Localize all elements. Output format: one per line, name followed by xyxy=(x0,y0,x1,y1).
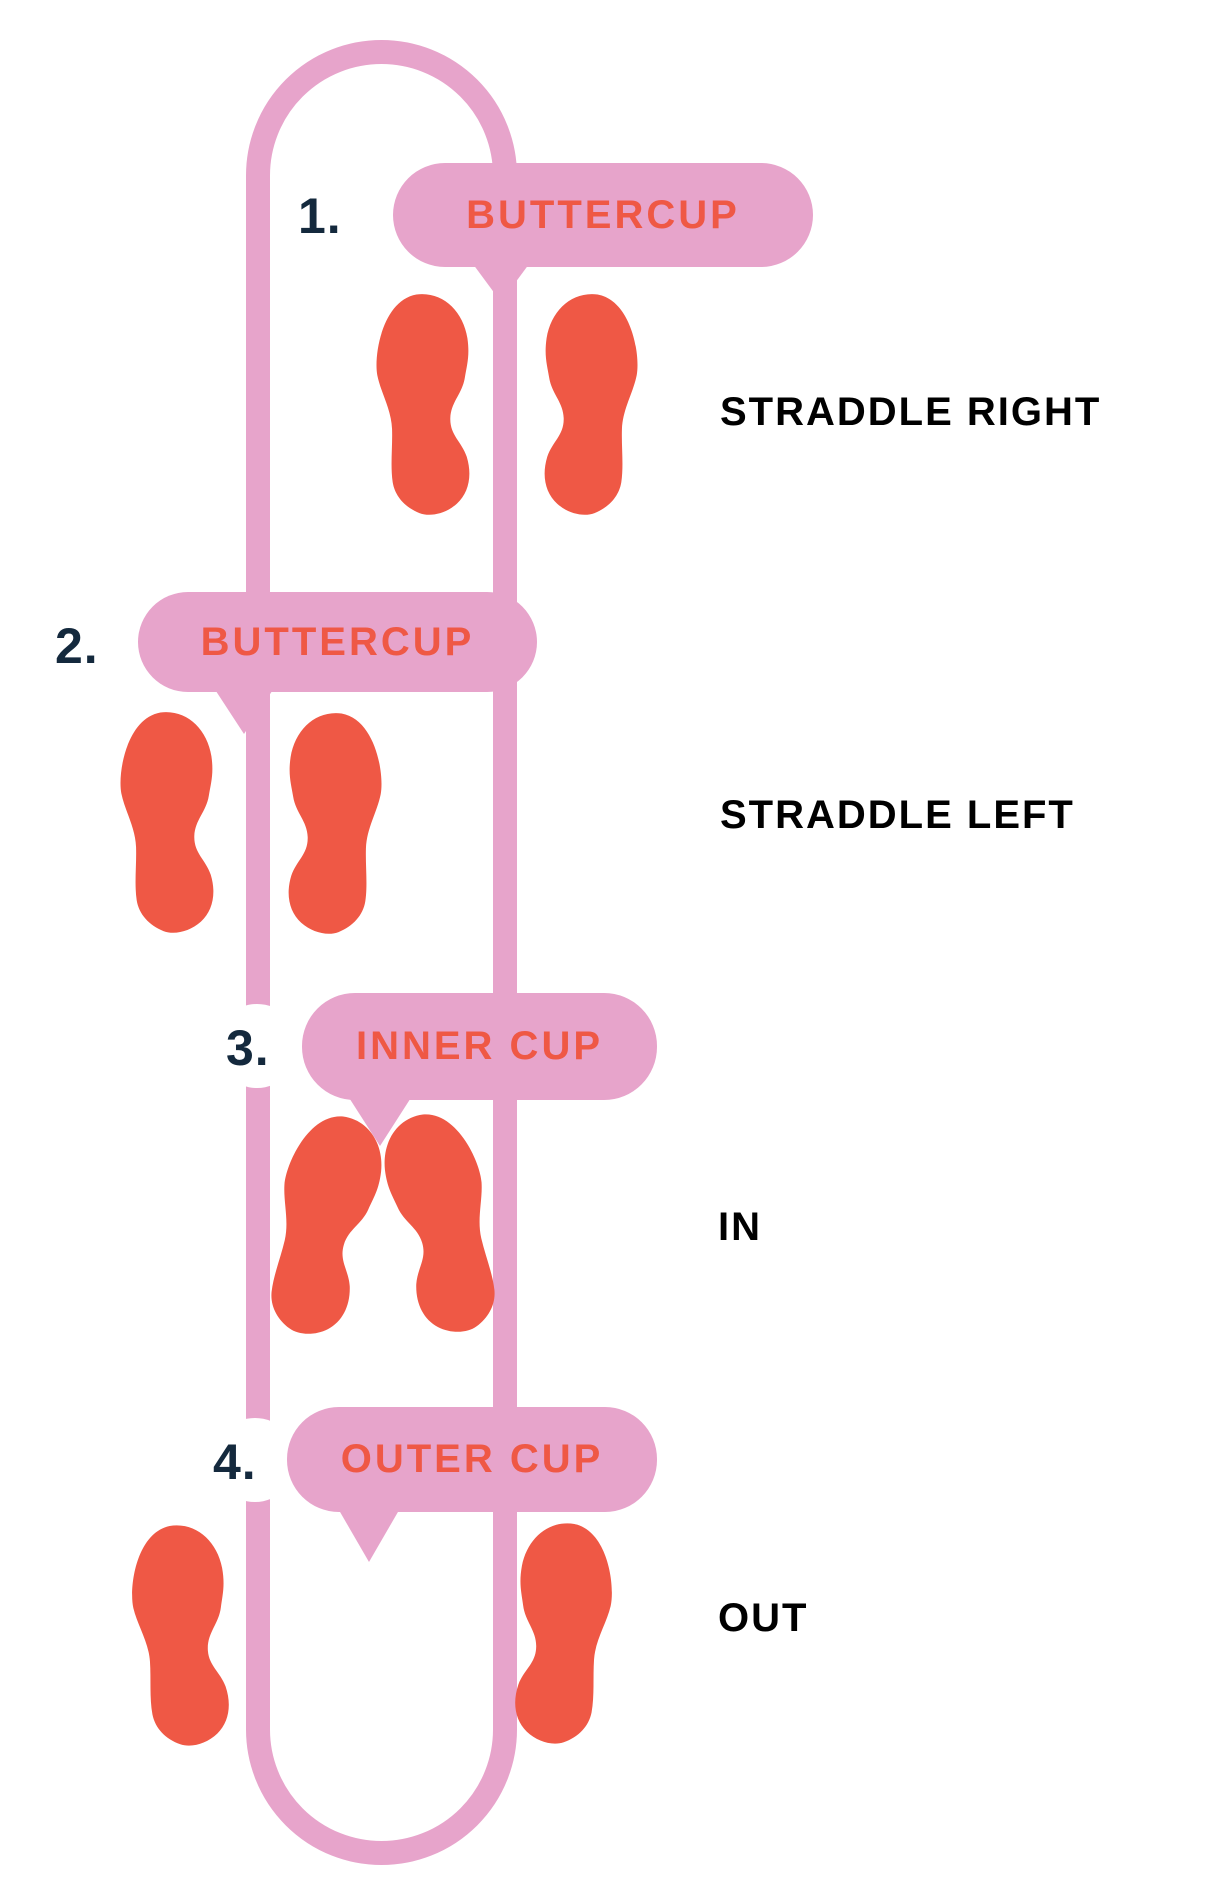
pill-tail xyxy=(212,685,276,734)
footprint-icon xyxy=(259,1108,390,1343)
pill-bubble-step3 xyxy=(302,993,657,1100)
pill-tail xyxy=(346,1093,414,1146)
pill-bubble-step4 xyxy=(287,1407,657,1512)
footprint-icon xyxy=(370,290,483,519)
number-gap-circle xyxy=(215,1004,299,1088)
footprint-icon xyxy=(275,709,388,938)
pill-tail xyxy=(336,1505,402,1562)
course-outline xyxy=(246,40,517,1865)
footprint-icon xyxy=(376,1106,507,1341)
footprint-icon xyxy=(114,708,227,937)
pill-bubble-step2 xyxy=(138,592,537,692)
number-gap-circle xyxy=(213,1418,297,1502)
pill-tail xyxy=(470,260,532,302)
footprint-icon xyxy=(500,1518,621,1749)
footprint-icon xyxy=(123,1520,244,1751)
footprint-icon xyxy=(531,290,644,519)
pill-bubble-step1 xyxy=(393,163,813,267)
